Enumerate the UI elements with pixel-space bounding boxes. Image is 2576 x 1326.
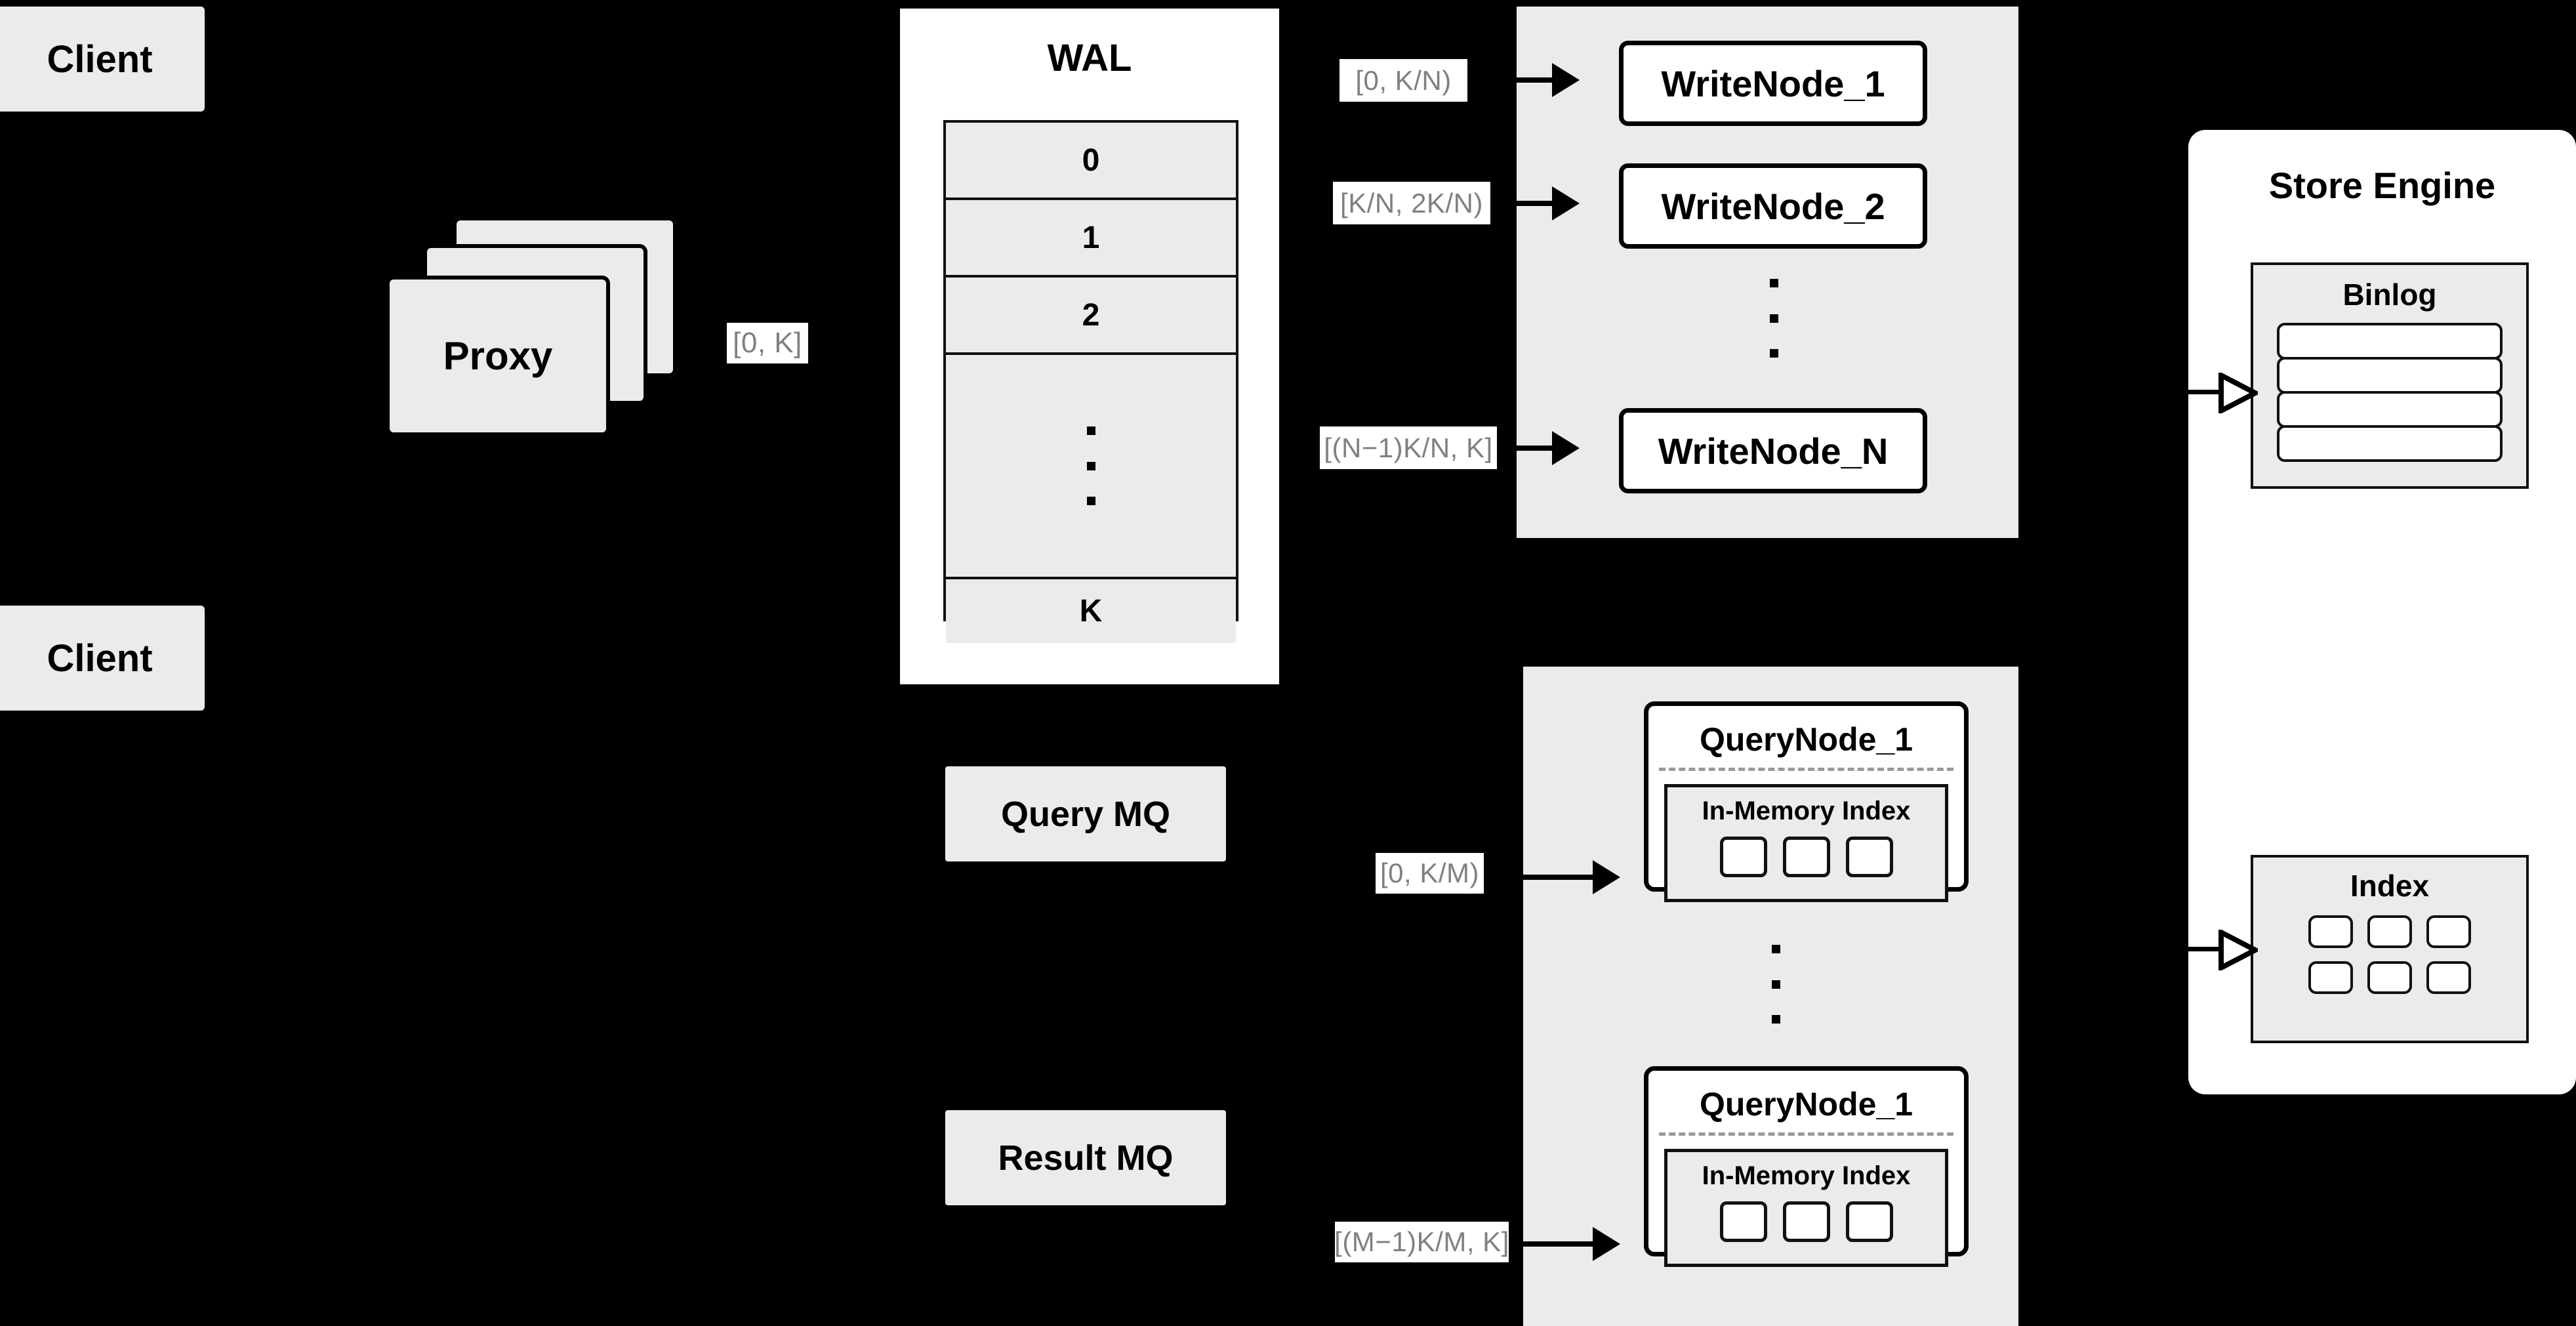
index-title: Index <box>2350 869 2430 903</box>
client-box-2: Client <box>0 606 205 711</box>
proxy-label: Proxy <box>443 334 553 378</box>
store-engine-title: Store Engine <box>2268 165 2496 206</box>
index-cell <box>2308 915 2353 948</box>
binlog-bar <box>2277 357 2503 394</box>
wal-row: 0 <box>946 123 1236 200</box>
binlog-title: Binlog <box>2342 278 2437 312</box>
querynode-1-range-label: [0, K/M) <box>1376 853 1484 894</box>
writenode-2[interactable]: WriteNode_2 <box>1619 163 1927 249</box>
querynode-1-in-memory-index: In-Memory Index <box>1664 784 1948 902</box>
writenode-n-arrow-head-icon <box>1552 431 1580 465</box>
index-arrow-head-icon <box>2218 930 2258 970</box>
querynode-2-imi-title: In-Memory Index <box>1702 1161 1911 1190</box>
querynode-2-in-memory-index: In-Memory Index <box>1664 1149 1948 1267</box>
index-cell <box>2367 915 2412 948</box>
querynode-2-arrow-head-icon <box>1593 1227 1620 1261</box>
writenode-2-label: WriteNode_2 <box>1661 185 1885 227</box>
imi-cell <box>1845 1201 1893 1242</box>
querynode-2-arrow-line <box>1523 1241 1595 1247</box>
wal-row: 1 <box>946 200 1236 278</box>
writenode-2-range-label: [K/N, 2K/N) <box>1333 182 1490 224</box>
wal-table: 0 1 2 K <box>943 120 1238 643</box>
binlog-bar <box>2277 425 2503 462</box>
writenode-1-label: WriteNode_1 <box>1661 62 1885 104</box>
querynode-2-title: QueryNode_1 <box>1699 1086 1913 1123</box>
writenode-n-arrow-line <box>1497 445 1555 451</box>
imi-cell <box>1845 837 1893 877</box>
index-cell <box>2426 961 2471 994</box>
proxy-card-front[interactable]: Proxy <box>386 276 610 436</box>
writenode-1-range-label: [0, K/N) <box>1339 59 1467 102</box>
writenode-2-arrow-head-icon <box>1552 186 1580 220</box>
client-label-1: Client <box>47 37 153 81</box>
imi-cell <box>1719 837 1767 877</box>
index-cell <box>2308 961 2353 994</box>
querynode-1-imi-title: In-Memory Index <box>1702 797 1911 825</box>
wal-title: WAL <box>1047 37 1132 79</box>
querynode-1-arrow-head-icon <box>1593 860 1620 894</box>
querynode-2-separator <box>1659 1132 1953 1136</box>
writenode-1-arrow-head-icon <box>1552 63 1580 97</box>
querynode-1-separator <box>1659 768 1953 771</box>
result-mq-box[interactable]: Result MQ <box>945 1110 1226 1205</box>
binlog-group: Binlog <box>2251 262 2529 489</box>
querynode-2-range-label: [(M−1)K/M, K] <box>1334 1222 1509 1262</box>
wal-row: K <box>946 579 1236 643</box>
proxy-range-label: [0, K] <box>727 323 808 363</box>
imi-cell <box>1782 837 1830 877</box>
binlog-bar <box>2277 323 2503 360</box>
writenode-n-range-label: [(N−1)K/N, K] <box>1320 426 1497 469</box>
write-cluster-ellipsis-icon <box>1769 279 1778 358</box>
binlog-arrow-line <box>2188 390 2222 394</box>
querynode-1-arrow-line <box>1523 875 1595 880</box>
querynode-1-title: QueryNode_1 <box>1699 721 1913 758</box>
wal-row: 2 <box>946 278 1236 355</box>
binlog-bar <box>2277 391 2503 428</box>
client-box-1: Client <box>0 7 205 112</box>
query-mq-label: Query MQ <box>1000 794 1171 834</box>
result-mq-label: Result MQ <box>998 1138 1174 1178</box>
writenode-n-label: WriteNode_N <box>1658 430 1889 472</box>
query-mq-box[interactable]: Query MQ <box>945 766 1226 861</box>
query-cluster-ellipsis-icon <box>1771 945 1780 1024</box>
querynode-1[interactable]: QueryNode_1 In-Memory Index <box>1644 701 1969 902</box>
writenode-1[interactable]: WriteNode_1 <box>1619 41 1927 126</box>
imi-cell <box>1719 1201 1767 1242</box>
writenode-1-arrow-line <box>1469 77 1555 83</box>
binlog-arrow-head-icon <box>2218 373 2258 413</box>
writenode-n[interactable]: WriteNode_N <box>1619 408 1927 493</box>
index-cell <box>2367 961 2412 994</box>
imi-cell <box>1782 1201 1830 1242</box>
querynode-2[interactable]: QueryNode_1 In-Memory Index <box>1644 1066 1969 1267</box>
writenode-2-arrow-line <box>1490 201 1555 206</box>
index-group: Index <box>2251 855 2529 1043</box>
vertical-ellipsis-icon <box>1086 426 1095 505</box>
client-label-2: Client <box>47 636 153 680</box>
wal-row-ellipsis <box>946 355 1236 579</box>
index-cell <box>2426 915 2471 948</box>
index-arrow-line <box>2188 947 2222 951</box>
